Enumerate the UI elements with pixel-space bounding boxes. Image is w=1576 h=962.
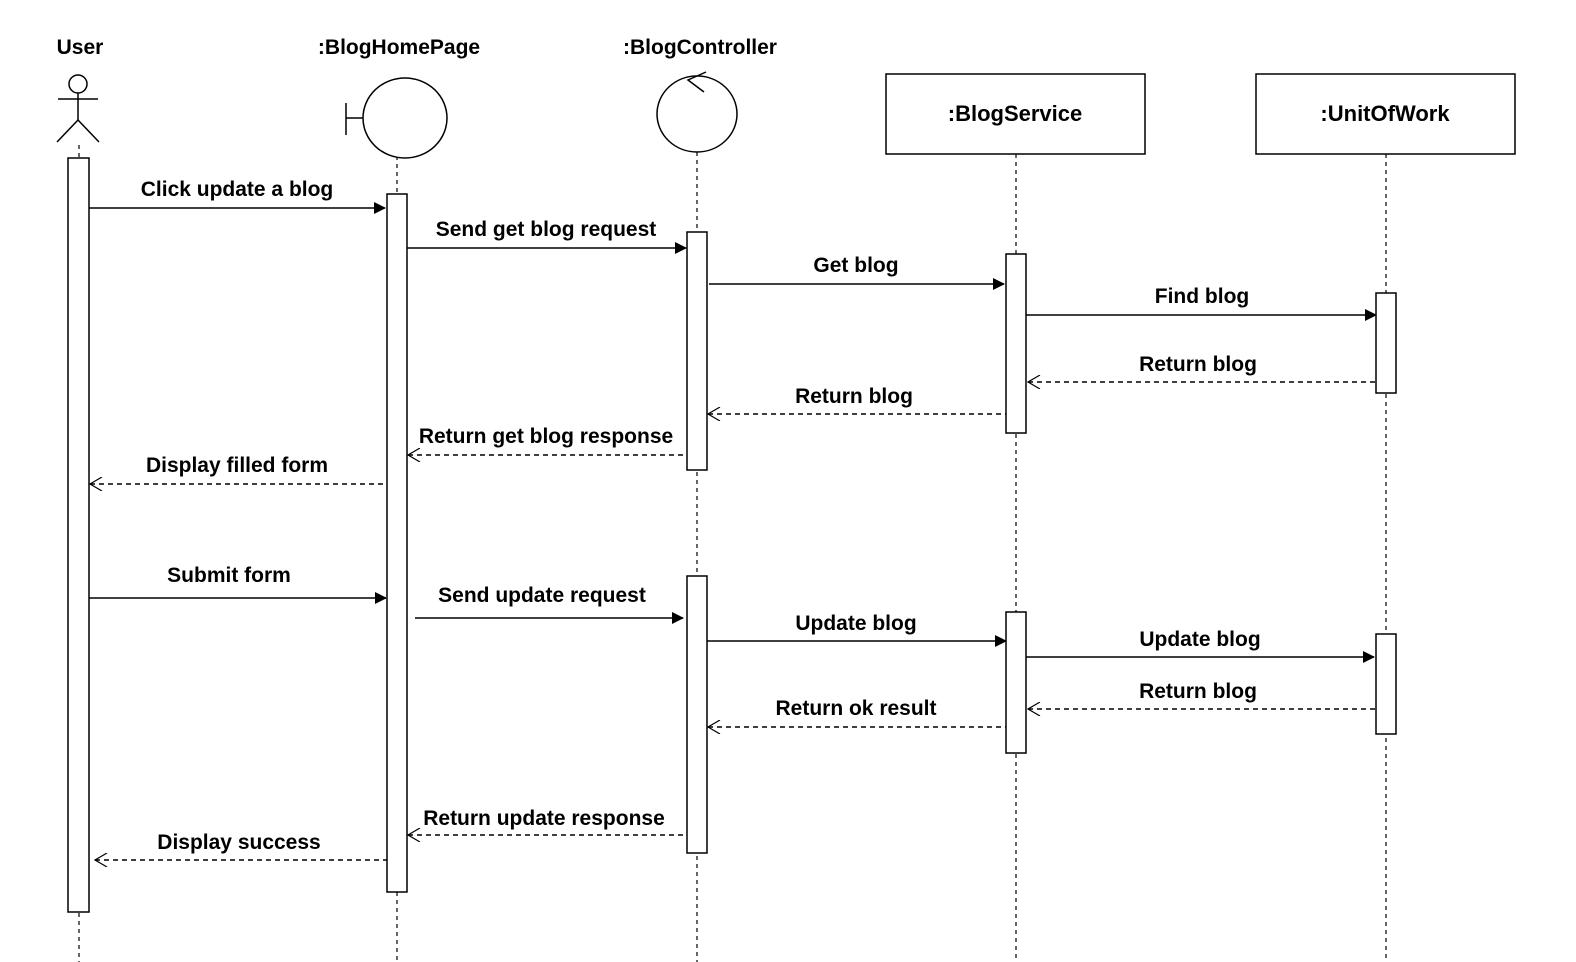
activations <box>67 157 1397 913</box>
message-label: Return blog <box>1139 353 1257 376</box>
boundary-icon <box>345 77 448 159</box>
message-label: Send get blog request <box>436 218 657 241</box>
message-label: Display success <box>157 831 320 854</box>
activation-bar <box>686 231 708 471</box>
message-label: Return blog <box>1139 680 1257 703</box>
message-label: Update blog <box>795 612 916 635</box>
message-labels: Click update a blog Send get blog reques… <box>141 178 1261 854</box>
message-arrows <box>89 202 1377 860</box>
message-label: Display filled form <box>146 454 328 477</box>
participant-label-unit-of-work: :UnitOfWork <box>1320 101 1450 126</box>
control-icon <box>656 71 738 153</box>
activation-bar <box>686 575 708 854</box>
message-label: Click update a blog <box>141 178 334 201</box>
message-label: Submit form <box>167 564 291 587</box>
activation-bar <box>1375 292 1397 394</box>
message-label: Find blog <box>1155 285 1249 308</box>
message-label: Return update response <box>423 807 665 830</box>
activation-bar <box>1375 633 1397 735</box>
actor-icon <box>56 74 100 143</box>
participant-label-blog-service: :BlogService <box>948 101 1083 126</box>
activation-bar <box>1005 611 1027 754</box>
participant-label-blog-controller: :BlogController <box>623 36 777 59</box>
activation-bar <box>67 157 90 913</box>
participant-label-blog-home-page: :BlogHomePage <box>318 36 480 59</box>
message-label: Return get blog response <box>419 425 673 448</box>
message-label: Update blog <box>1139 628 1260 651</box>
participant-box-unit-of-work <box>1255 73 1516 155</box>
message-label: Get blog <box>813 254 898 277</box>
message-label: Return blog <box>795 385 913 408</box>
participant-label-user: User <box>57 36 104 59</box>
message-label: Send update request <box>438 584 646 607</box>
participant-box-blog-service <box>885 73 1146 155</box>
activation-bar <box>386 193 408 893</box>
activation-bar <box>1005 253 1027 434</box>
message-label: Return ok result <box>775 697 936 720</box>
